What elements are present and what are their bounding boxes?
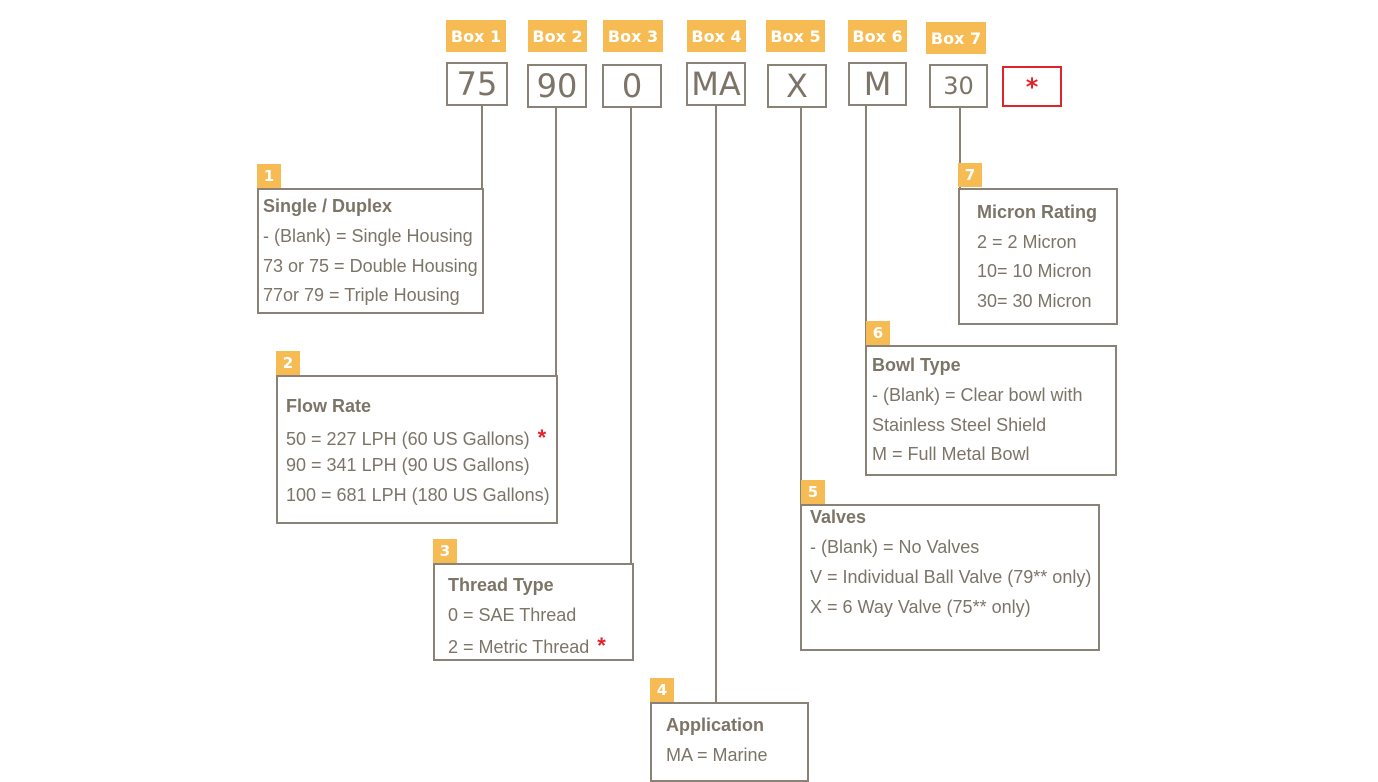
box-tag-6: Box 6 [848, 20, 907, 52]
panel-micron-rating: Micron Rating 2 = 2 Micron 10= 10 Micron… [958, 188, 1118, 325]
panel-1-line-1: - (Blank) = Single Housing [263, 226, 473, 246]
panel-6-line-1: - (Blank) = Clear bowl with [872, 385, 1083, 405]
panel-3-line-2-text: 2 = Metric Thread [448, 637, 590, 657]
panel-5-line-2: V = Individual Ball Valve (79** only) [810, 567, 1092, 587]
code-box-1: 75 [446, 62, 508, 106]
panel-6-line-2: Stainless Steel Shield [872, 415, 1047, 435]
panel-flow-rate: Flow Rate 50 = 227 LPH (60 US Gallons)* … [276, 375, 558, 524]
panel-1-title: Single / Duplex [263, 196, 393, 216]
panel-3-title: Thread Type [448, 575, 554, 595]
panel-3-number: 3 [433, 539, 457, 563]
thread-type-note-marker: * [597, 633, 606, 658]
code-box-7: 30 [929, 64, 988, 108]
flow-rate-note-marker: * [537, 425, 547, 450]
panel-4-line-1: MA = Marine [666, 745, 768, 765]
panel-7-line-3: 30= 30 Micron [977, 291, 1092, 311]
panel-5-title: Valves [810, 507, 867, 527]
panel-2-line-3: 100 = 681 LPH (180 US Gallons) [286, 485, 550, 505]
code-box-4: MA [686, 62, 746, 106]
panel-6-number: 6 [866, 321, 890, 345]
box-tag-7: Box 7 [926, 22, 986, 54]
panel-5-line-1: - (Blank) = No Valves [810, 537, 980, 557]
panel-7-title: Micron Rating [977, 202, 1097, 222]
code-box-5: X [767, 64, 827, 108]
box-tag-3: Box 3 [603, 20, 663, 52]
panel-7-line-2: 10= 10 Micron [977, 261, 1092, 281]
box-tag-5: Box 5 [766, 20, 825, 52]
panel-1-number: 1 [257, 164, 281, 188]
panel-valves: Valves - (Blank) = No Valves V = Individ… [800, 504, 1100, 651]
panel-2-line-2: 90 = 341 LPH (90 US Gallons) [286, 455, 530, 475]
code-box-2: 90 [527, 64, 587, 108]
panel-3-line-2: 2 = Metric Thread * [448, 633, 606, 659]
panel-4-number: 4 [650, 678, 674, 702]
box-tag-1: Box 1 [446, 20, 506, 52]
panel-5-line-3: X = 6 Way Valve (75** only) [810, 597, 1031, 617]
panel-2-number: 2 [276, 351, 300, 375]
panel-7-line-1: 2 = 2 Micron [977, 232, 1077, 252]
panel-3-line-1: 0 = SAE Thread [448, 605, 577, 625]
panel-6-title: Bowl Type [872, 355, 961, 375]
panel-4-title: Application [666, 715, 764, 735]
panel-thread-type: Thread Type 0 = SAE Thread 2 = Metric Th… [433, 563, 634, 661]
code-box-3: 0 [602, 64, 662, 108]
code-box-6: M [848, 62, 907, 106]
panel-6-line-3: M = Full Metal Bowl [872, 444, 1030, 464]
panel-single-duplex: Single / Duplex - (Blank) = Single Housi… [257, 188, 484, 314]
panel-2-title: Flow Rate [286, 396, 372, 416]
panel-5-number: 5 [801, 480, 825, 504]
panel-1-line-2: 73 or 75 = Double Housing [263, 256, 478, 276]
panel-bowl-type: Bowl Type - (Blank) = Clear bowl with St… [865, 345, 1117, 476]
panel-2-line-1: 50 = 227 LPH (60 US Gallons) * [286, 425, 546, 451]
box-tag-2: Box 2 [528, 20, 587, 52]
panel-2-line-1-text: 50 = 227 LPH (60 US Gallons) [286, 429, 530, 449]
panel-7-number: 7 [958, 163, 982, 187]
panel-application: Application MA = Marine [650, 702, 809, 782]
code-box-note: * [1002, 66, 1062, 107]
panel-1-line-3: 77or 79 = Triple Housing [263, 285, 460, 305]
box-tag-4: Box 4 [687, 20, 746, 52]
